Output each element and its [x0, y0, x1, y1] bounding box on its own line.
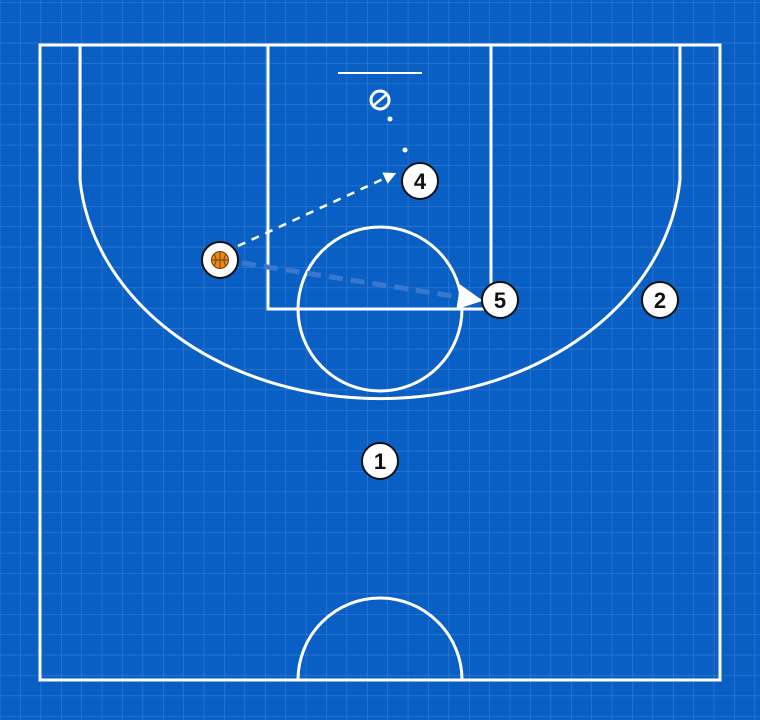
player-5-label: 5	[494, 288, 506, 313]
player-4[interactable]: 4	[401, 162, 439, 200]
player-2[interactable]: 2	[641, 281, 679, 319]
center-circle	[296, 596, 464, 681]
player-4-label: 4	[414, 169, 427, 194]
basketball-icon	[211, 251, 229, 269]
player-1[interactable]: 1	[361, 442, 399, 480]
court-lines	[38, 43, 722, 682]
player-1-label: 1	[374, 449, 386, 474]
screen-dots	[387, 116, 408, 153]
player-5[interactable]: 5	[481, 281, 519, 319]
three-point-line	[78, 45, 682, 401]
ball-handler[interactable]	[201, 241, 239, 279]
dribble-arrow	[241, 260, 483, 310]
player-2-label: 2	[654, 288, 666, 313]
key-lane	[266, 43, 493, 311]
hoop	[369, 89, 391, 111]
